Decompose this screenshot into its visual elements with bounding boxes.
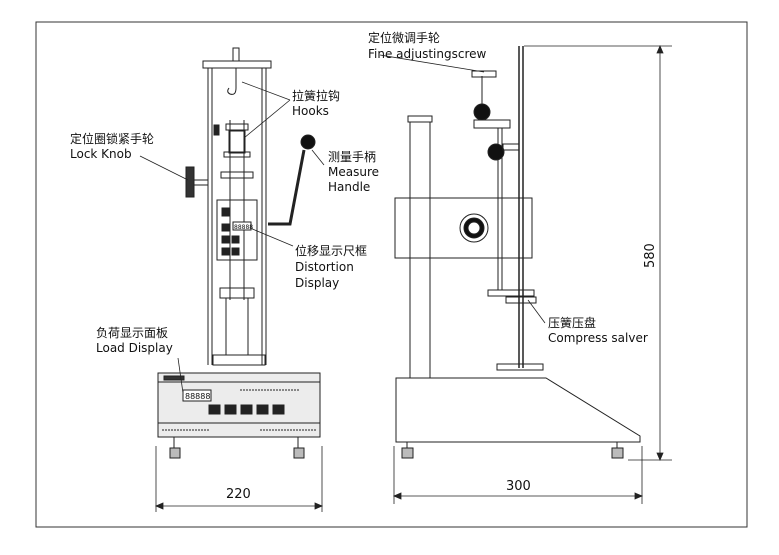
panel-button-3: [240, 404, 253, 415]
lock-knob-label-cn: 定位圈锁紧手轮: [70, 131, 154, 146]
fine-adjust-label-en: Fine adjustingscrew: [368, 47, 486, 61]
side-view: [394, 46, 641, 459]
distortion-label-en-2: Display: [295, 276, 339, 290]
side-knob: [487, 143, 505, 161]
load-display-screen: [182, 389, 212, 402]
upper-hook: [227, 68, 237, 95]
side-foot-left: [401, 447, 414, 459]
front-top-screw: [232, 47, 240, 62]
drawing-frame: [35, 21, 748, 528]
load-display-label-cn: 负荷显示面板: [96, 326, 168, 340]
lower-guide-block: [219, 287, 255, 299]
side-leaders: [379, 54, 546, 324]
distortion-display-frame: [216, 199, 258, 261]
dim-height-value: 580: [643, 243, 658, 268]
front-base-plate: [212, 354, 266, 366]
side-foot-right: [611, 447, 624, 459]
panel-button-2: [224, 404, 237, 415]
side-base-plate: [496, 363, 544, 371]
hook-carriage: [225, 123, 249, 131]
front-top-crossbar: [202, 60, 272, 69]
load-display-panel: [157, 372, 321, 438]
side-base: [395, 377, 641, 443]
front-foot-left: [169, 447, 181, 459]
side-head-box: [394, 197, 533, 259]
hooks-label-en: Hooks: [292, 104, 329, 118]
lock-knob-wheel: [185, 166, 195, 198]
dimension-lines: [154, 44, 672, 512]
compress-label-cn: 压簧压盘: [548, 315, 596, 330]
panel-button-4: [256, 404, 269, 415]
fine-adjust-top: [471, 70, 497, 78]
fine-adjust-wheel: [473, 103, 491, 121]
measure-handle-ball: [300, 134, 316, 150]
dim-side-width-value: 300: [506, 479, 531, 494]
side-circle-outer: [459, 213, 489, 243]
distortion-label-cn: 位移显示尺框: [295, 243, 367, 258]
panel-button-1: [208, 404, 221, 415]
load-display-label-en: Load Display: [96, 341, 173, 355]
distortion-readout-value: 88888: [234, 224, 253, 231]
distortion-label-en-1: Distortion: [295, 260, 354, 274]
lock-knob-label-en: Lock Knob: [70, 147, 132, 161]
dim-front-width-value: 220: [226, 487, 251, 502]
measure-handle-arm: [268, 149, 306, 226]
compress-salver-plate: [487, 289, 535, 297]
panel-button-5: [272, 404, 285, 415]
load-display-value: 88888: [185, 392, 210, 401]
front-view: 88888 88888: [157, 47, 321, 459]
side-clamp: [213, 124, 220, 136]
front-foot-right: [293, 447, 305, 459]
compress-label-en: Compress salver: [548, 331, 648, 345]
hooks-label-cn: 拉簧拉钩: [292, 88, 340, 103]
measure-handle-label-en-2: Handle: [328, 180, 370, 194]
fine-adjust-label-cn: 定位微调手轮: [368, 30, 440, 45]
front-leaders: [139, 81, 325, 394]
measure-handle-label-cn: 测量手柄: [328, 150, 376, 164]
distortion-readout: [232, 221, 252, 231]
measure-handle-label-en-1: Measure: [328, 165, 379, 179]
lower-hook-block: [228, 130, 246, 154]
